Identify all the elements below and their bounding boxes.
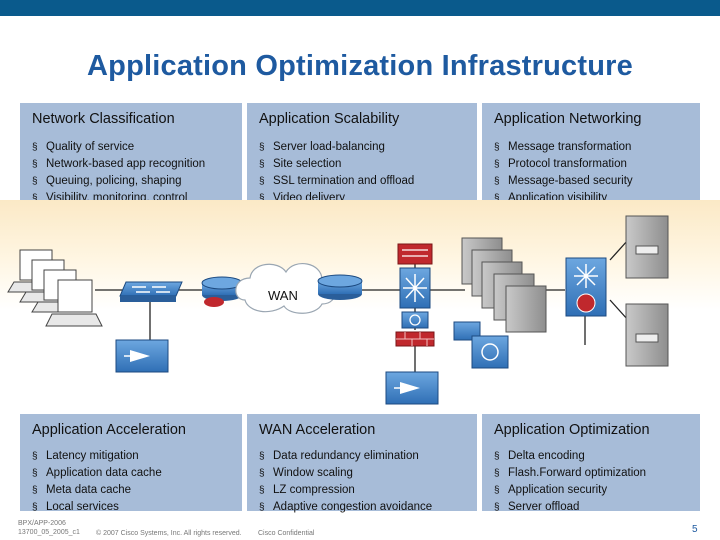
bullet-item: Message-based security [494,173,688,190]
bullet-item: Data redundancy elimination [259,448,465,465]
bullet-item: Local services [32,499,230,516]
page-number: 5 [692,524,698,535]
panel-application-scalability: Application Scalability Server load-bala… [247,103,477,207]
bullet-item: Protocol transformation [494,156,688,173]
bullet-item: Server load-balancing [259,139,465,156]
bullet-item: Delta encoding [494,448,688,465]
router-icon [317,274,363,300]
panel-heading: Application Optimization [494,422,650,438]
footer-session-code: BPX/APP-2006 13700_05_2005_c1 [18,520,80,536]
panel-heading: Application Networking [494,111,642,127]
wan-accelerator-icon [115,339,169,373]
brick-firewall-icon [395,331,435,347]
footer-confidential: Cisco Confidential [258,530,315,537]
panel-heading: Application Acceleration [32,422,186,438]
branch-router-icon [201,276,243,307]
panel-application-acceleration: Application Acceleration Latency mitigat… [20,414,242,516]
firewall-icon [397,243,433,265]
panel-heading: Application Scalability [259,111,400,127]
bullet-item: Window scaling [259,465,465,482]
bullet-item: Site selection [259,156,465,173]
wan-accelerator-icon [385,371,439,405]
bullet-item: Queuing, policing, shaping [32,173,230,190]
file-server-icon [625,303,669,367]
bullet-item: Meta data cache [32,482,230,499]
ssl-module-icon [401,311,429,329]
bullet-item: Network-based app recognition [32,156,230,173]
bullet-item: SSL termination and offload [259,173,465,190]
application-gateway-icon [453,321,509,369]
slide-title: Application Optimization Infrastructure [87,50,633,82]
wan-label: WAN [268,288,298,303]
panel-application-networking: Application Networking Message transform… [482,103,700,207]
panel-network-classification: Network Classification Quality of servic… [20,103,242,207]
file-server-icon [625,215,669,279]
panel-wan-acceleration: WAN Acceleration Data redundancy elimina… [247,414,477,516]
bullet-item: Adaptive congestion avoidance [259,499,465,516]
panel-application-optimization: Application Optimization Delta encoding … [482,414,700,516]
panel-heading: WAN Acceleration [259,422,376,438]
bullet-item: Flash.Forward optimization [494,465,688,482]
bullet-item: Message transformation [494,139,688,156]
network-diagram [0,200,720,405]
switch-icon [119,281,183,302]
server-farm [461,237,547,333]
laptop-icon [45,279,103,327]
footer-copyright: © 2007 Cisco Systems, Inc. All rights re… [96,530,242,537]
core-switch-icon [565,257,607,317]
bullet-item: Server offload [494,499,688,516]
bullet-item: LZ compression [259,482,465,499]
server-icon [505,285,547,333]
content-switch-icon [399,267,431,309]
bullet-item: Quality of service [32,139,230,156]
bullet-item: Application security [494,482,688,499]
bullet-item: Application data cache [32,465,230,482]
panel-heading: Network Classification [32,111,175,127]
top-stripe [0,0,720,16]
bullet-item: Latency mitigation [32,448,230,465]
